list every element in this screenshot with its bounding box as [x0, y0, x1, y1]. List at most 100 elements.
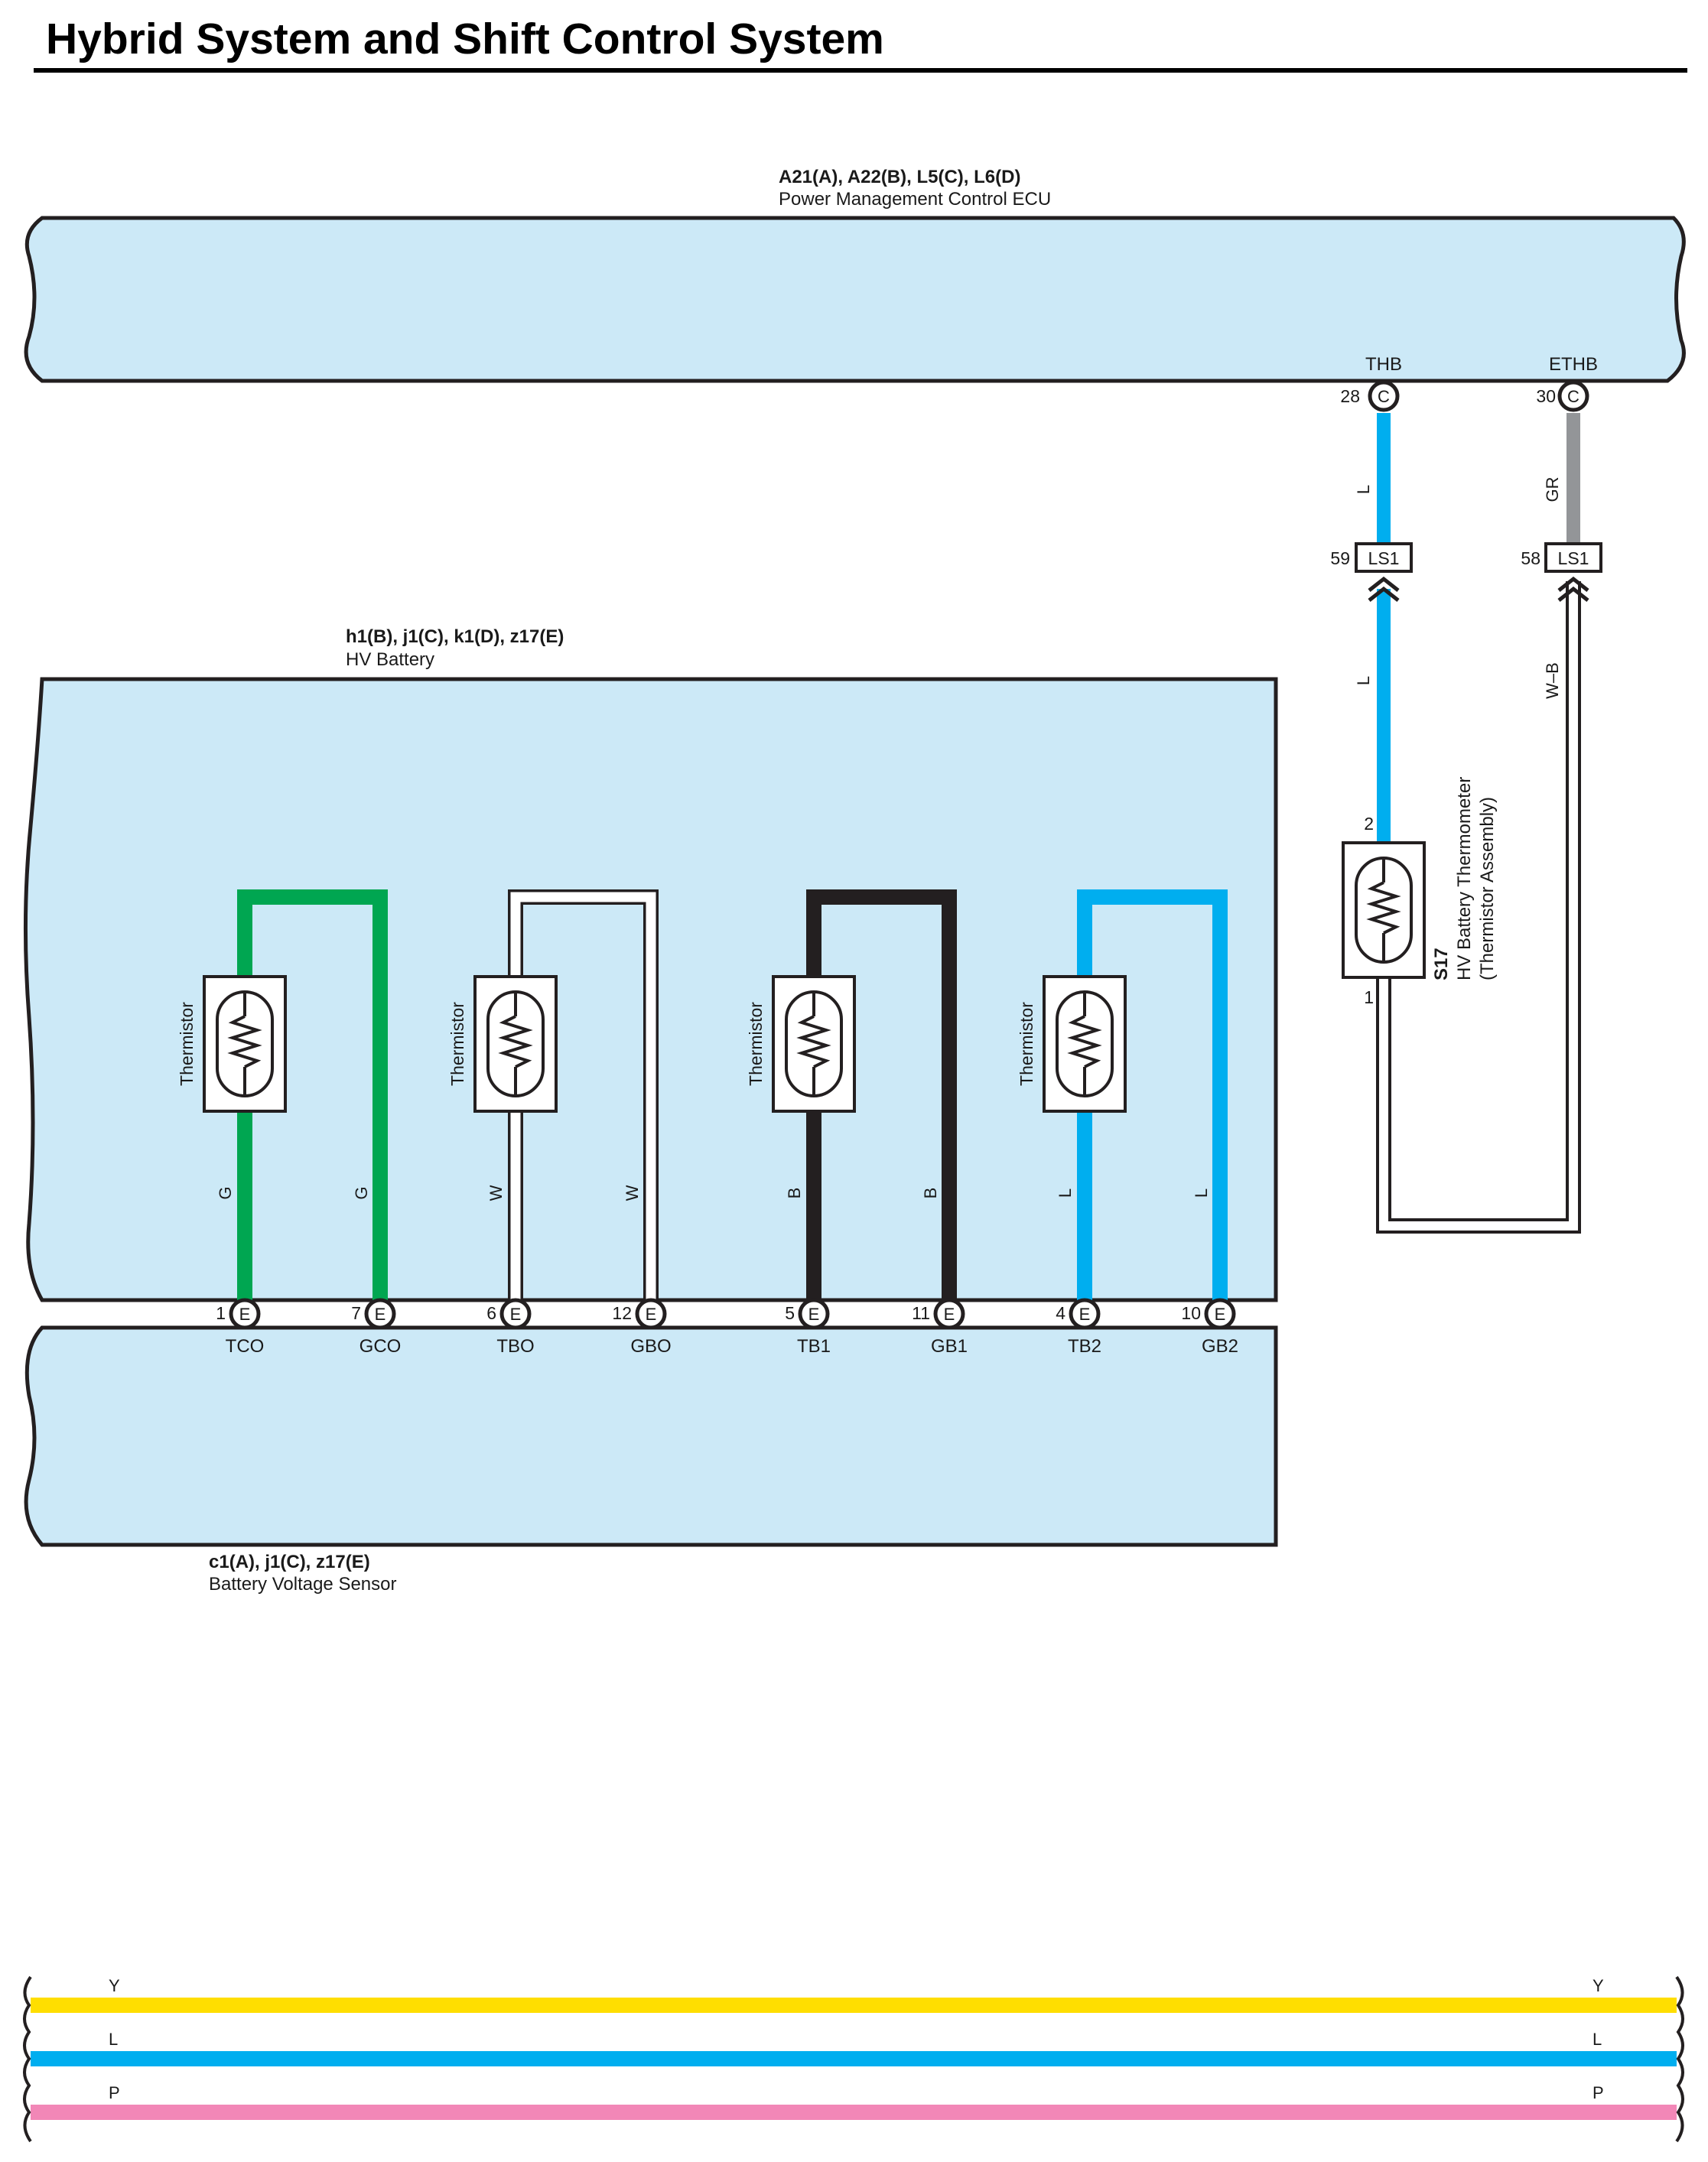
pin-signal-label: GB2	[1202, 1336, 1238, 1357]
connector-pin-icon	[364, 1298, 396, 1330]
junction-label: LS1	[1368, 548, 1400, 568]
junction-ls1-58: LS1 58	[1521, 542, 1602, 573]
pin-signal-label: GBO	[630, 1336, 671, 1357]
thermistor-label: Thermistor	[447, 1002, 467, 1086]
pin-signal-label: TCO	[226, 1336, 265, 1357]
pin-signal-label: GB1	[931, 1336, 968, 1357]
junction-pin-number: 59	[1330, 548, 1350, 568]
connector-letter: E	[1215, 1305, 1226, 1324]
pin-number: 7	[351, 1303, 361, 1323]
connector-chevron-icon	[1557, 576, 1589, 592]
pin-signal-label: GCO	[359, 1336, 402, 1357]
wire-color-label-gr: GR	[1543, 477, 1562, 502]
bus-label-right: Y	[1593, 1976, 1604, 1995]
bus-label-left: Y	[109, 1976, 120, 1995]
wire-color-label: B	[785, 1188, 804, 1199]
thermistor-icon	[772, 975, 856, 1113]
thermistor-label: Thermistor	[746, 1002, 766, 1086]
bus-label-left: P	[109, 2083, 120, 2102]
wavy-break-left	[23, 1975, 32, 2143]
thermometer-pin-top: 2	[1364, 814, 1374, 834]
pin-number: 11	[912, 1303, 930, 1323]
wire-color-label: G	[216, 1186, 235, 1199]
connector-letter: E	[944, 1305, 955, 1324]
thermistor-icon	[1043, 975, 1127, 1113]
thermometer-code: S17	[1431, 948, 1452, 980]
junction-label: LS1	[1558, 548, 1589, 568]
battery-voltage-sensor-block	[24, 1325, 1278, 1547]
connector-pin-icon	[229, 1298, 261, 1330]
thermometer-name: HV Battery Thermometer	[1454, 777, 1475, 980]
wire-color-label-l: L	[1354, 485, 1373, 494]
pin-signal-label: TB2	[1068, 1336, 1101, 1357]
wire-color-label: B	[921, 1188, 940, 1199]
pin-number: 10	[1181, 1303, 1201, 1323]
wire-color-label: W	[486, 1185, 506, 1201]
thermistor-icon	[203, 975, 287, 1113]
wire-color-label-l: L	[1354, 676, 1373, 685]
pin-number: 6	[486, 1303, 496, 1323]
thermistor-label: Thermistor	[1017, 1002, 1036, 1086]
bus-label-left: L	[109, 2030, 118, 2049]
pin-number: 30	[1536, 386, 1556, 406]
pin-number: 4	[1056, 1303, 1065, 1323]
connector-letter: E	[646, 1305, 657, 1324]
thermistor-circuit-l: Thermistor L L 4 E TB2 10 E GB2	[1017, 889, 1238, 1357]
battery-connector-codes: h1(B), j1(C), k1(D), z17(E)	[346, 626, 564, 647]
junction-ls1-59: LS1 59	[1330, 542, 1413, 573]
pin-signal-label: TBO	[496, 1336, 534, 1357]
battery-name: HV Battery	[346, 649, 434, 670]
connector-letter: E	[1079, 1305, 1091, 1324]
ecu-connector-codes: A21(A), A22(B), L5(C), L6(D)	[779, 167, 1020, 187]
thermistor-circuit-b: Thermistor B B 5 E TB1 11 E GB1	[746, 889, 968, 1357]
pin-number: 1	[216, 1303, 226, 1323]
thermistor-circuit-g: Thermistor G G 1 E TCO 7 E GCO	[177, 889, 402, 1357]
connector-pin-icon	[933, 1298, 965, 1330]
connector-pin-icon	[798, 1298, 830, 1330]
ecu-pin-thb: THB 28 C	[1340, 354, 1402, 412]
pin-signal-label: TB1	[797, 1336, 831, 1357]
ecu-pin-ethb: ETHB 30 C	[1536, 354, 1598, 412]
thermistor-circuit-w: Thermistor W W 6 E TBO 12 E GBO	[447, 889, 672, 1357]
wire-wb	[1379, 581, 1578, 1231]
bus-label-right: L	[1593, 2030, 1602, 2049]
connector-letter: E	[375, 1305, 386, 1324]
connector-pin-icon	[1557, 380, 1589, 412]
ecu-name: Power Management Control ECU	[779, 189, 1051, 210]
wavy-break-right	[1675, 1975, 1684, 2143]
thermometer-sub: (Thermistor Assembly)	[1477, 797, 1498, 980]
sensor-connector-codes: c1(A), j1(C), z17(E)	[209, 1552, 370, 1572]
connector-letter: C	[1567, 387, 1579, 406]
wire-color-label: G	[352, 1186, 371, 1199]
connector-chevron-icon	[1557, 586, 1589, 602]
bus-bars: Y Y L L P P	[23, 1975, 1684, 2143]
wire-color-label: L	[1056, 1188, 1075, 1198]
thermistor-icon	[1342, 841, 1426, 979]
wire-color-label: W	[623, 1185, 642, 1201]
connector-letter: E	[239, 1305, 251, 1324]
sensor-name: Battery Voltage Sensor	[209, 1574, 396, 1595]
connector-letter: E	[510, 1305, 522, 1324]
connector-letter: C	[1378, 387, 1390, 406]
connector-pin-icon	[1204, 1298, 1236, 1330]
pin-number: 5	[785, 1303, 795, 1323]
pin-number: 28	[1340, 386, 1360, 406]
ecu-block	[24, 216, 1686, 383]
page-title: Hybrid System and Shift Control System	[46, 15, 884, 63]
wire-color-label-wb: W–B	[1543, 662, 1562, 699]
pin-signal-label: ETHB	[1549, 354, 1598, 375]
thermistor-label: Thermistor	[177, 1002, 197, 1086]
connector-letter: E	[808, 1305, 820, 1324]
bus-label-right: P	[1593, 2083, 1604, 2102]
connector-pin-icon	[635, 1298, 667, 1330]
pin-signal-label: THB	[1365, 354, 1402, 375]
title-underline	[34, 68, 1687, 73]
junction-pin-number: 58	[1521, 548, 1540, 568]
connector-pin-icon	[499, 1298, 532, 1330]
hv-battery-thermometer: 2 1 S17 HV Battery Thermometer (Thermist…	[1342, 777, 1498, 1007]
wire-color-label: L	[1192, 1188, 1211, 1198]
connector-chevron-icon	[1368, 576, 1400, 592]
connector-pin-icon	[1368, 380, 1400, 412]
thermistor-icon	[473, 975, 558, 1113]
